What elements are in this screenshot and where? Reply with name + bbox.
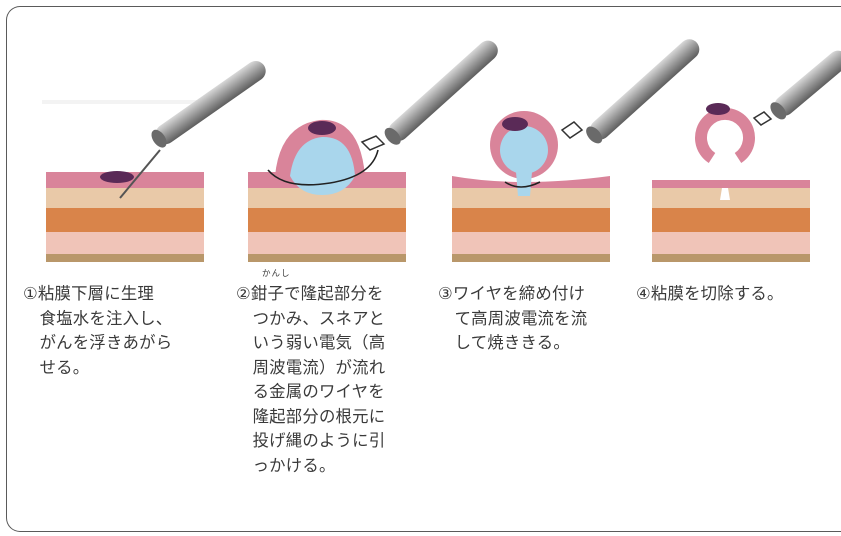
step1-caption: ①粘膜下層に生理 食塩水を注入し、 がんを浮きあがら せる。 bbox=[23, 284, 173, 377]
step3-caption: ③ワイヤを締め付け て高周波電流を流 して焼ききる。 bbox=[438, 284, 588, 352]
endoscope bbox=[151, 60, 266, 148]
furigana-kanshi: かんし bbox=[262, 269, 291, 279]
figure-frame bbox=[6, 6, 841, 532]
forceps bbox=[360, 135, 386, 151]
resection-site bbox=[720, 188, 730, 200]
step1-illustration bbox=[42, 60, 266, 262]
step4-illustration bbox=[652, 50, 841, 262]
muscle-layer bbox=[46, 208, 204, 232]
injection-needle bbox=[119, 149, 161, 199]
step3-illustration bbox=[452, 39, 700, 262]
step2-illustration bbox=[248, 40, 498, 262]
step2-caption: ②鉗子で隆起部分を つかみ、スネアと いう弱い電気（高 周波電流）が流れ る金属… bbox=[236, 284, 386, 475]
step4-caption: ④粘膜を切除する。 bbox=[636, 284, 784, 303]
snare-wire bbox=[267, 149, 379, 186]
tumor bbox=[100, 171, 134, 183]
resected-mucosa bbox=[695, 107, 755, 164]
